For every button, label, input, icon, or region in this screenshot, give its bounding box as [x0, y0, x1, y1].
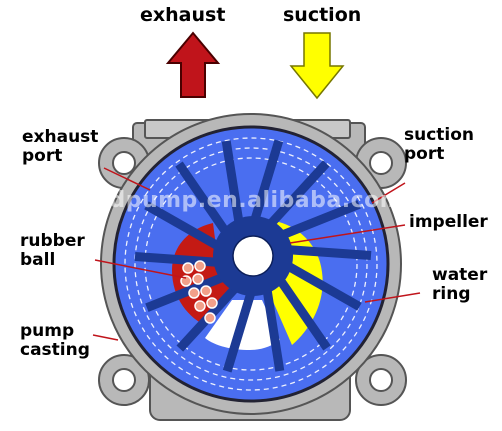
pump-casting-line-1: pump	[20, 321, 75, 341]
impeller-blade	[222, 284, 258, 373]
impeller-blade	[248, 139, 284, 228]
exhaust-port-label: exhaust port	[22, 128, 98, 166]
bolt-hole-top-right	[369, 151, 393, 175]
impeller-blade	[261, 282, 285, 372]
rubber-ball-line-1: rubber	[20, 231, 85, 251]
impeller-blade	[274, 200, 361, 242]
pump-casting-label: pump casting	[20, 322, 90, 360]
impeller-blade	[279, 258, 362, 311]
water-ring-line-2: ring	[432, 284, 471, 304]
suction-port-line-1: suction	[404, 125, 475, 145]
impeller-blade	[281, 244, 372, 260]
suction-port-label: suction port	[404, 126, 474, 164]
impeller-shaft	[232, 235, 274, 277]
leader-lines	[92, 167, 421, 341]
exhaust-port-line-2: port	[22, 146, 63, 166]
rubber-ball-line-2: ball	[20, 250, 56, 270]
exhaust-chamber	[172, 223, 233, 326]
bolt-hole-bottom-right	[369, 368, 393, 392]
rubber-balls	[180, 260, 218, 324]
exhaust-port-line-1: exhaust	[22, 127, 99, 147]
impeller-blade	[144, 201, 227, 254]
water-ring-label: water ring	[432, 266, 487, 304]
bolt-hole-bottom-left	[112, 368, 136, 392]
impeller-blade	[145, 270, 232, 312]
suction-port-line-2: port	[404, 144, 445, 164]
water-flow-lines	[124, 137, 378, 391]
suction-title: suction	[283, 4, 362, 26]
impeller	[134, 139, 372, 373]
impeller-blade	[262, 160, 330, 233]
impeller-blade	[134, 252, 225, 268]
impeller-blade	[272, 272, 331, 351]
watermark: goodpump.en.alibaba.com	[62, 188, 404, 213]
suction-arrow	[289, 32, 345, 100]
impeller-blade	[221, 140, 245, 230]
bolt-hole-top-left	[112, 151, 136, 175]
impeller-label: impeller	[409, 212, 488, 232]
water-ring-line-1: water	[432, 265, 488, 285]
exhaust-title: exhaust	[140, 4, 226, 26]
impeller-blade	[175, 161, 234, 240]
rubber-ball-label: rubber ball	[20, 232, 85, 270]
pump-casting-line-2: casting	[20, 340, 90, 360]
exhaust-arrow	[165, 31, 221, 98]
